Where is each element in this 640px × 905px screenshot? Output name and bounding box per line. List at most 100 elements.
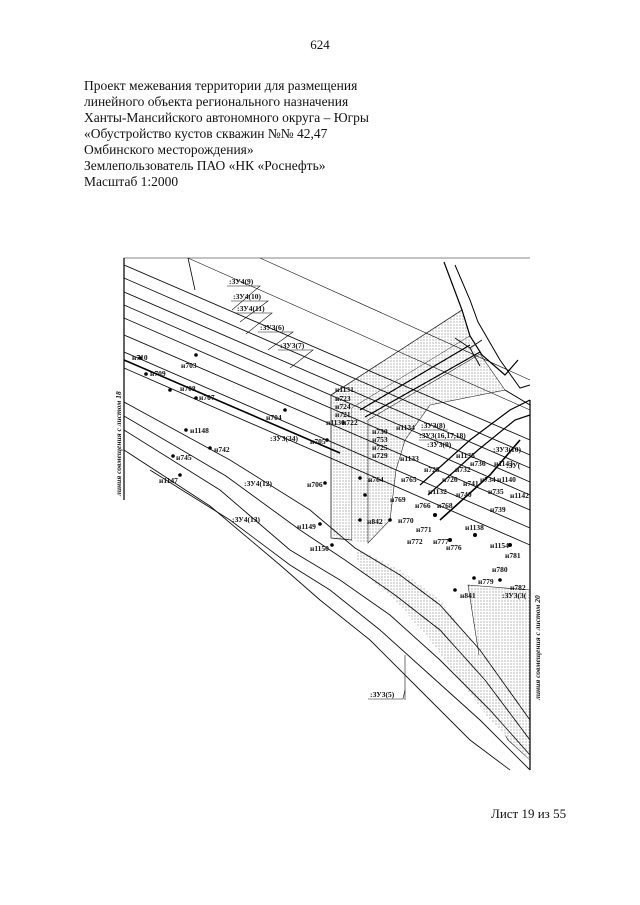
point-label: н1154 [490, 541, 509, 550]
point-label: н770 [398, 516, 414, 525]
survey-point [168, 388, 172, 392]
zone-label: :ЗУ4(11) [237, 304, 265, 313]
header-line: Землепользователь ПАО «НК «Роснефть» [84, 158, 326, 173]
zone-label: :ЗУ3(6) [260, 323, 285, 332]
zone-label: :ЗУ( [506, 461, 521, 470]
survey-point [194, 353, 198, 357]
point-label: н1135 [456, 451, 475, 460]
point-label: н1138 [465, 523, 484, 532]
page-number: 624 [310, 37, 330, 52]
point-label: н1132 [428, 487, 447, 496]
point-label: н739 [490, 505, 506, 514]
zone-label: :ЗУ3(3( [502, 591, 527, 600]
boundary-lines [123, 257, 531, 521]
point-label: н734 [480, 475, 496, 484]
point-label: н1133 [400, 454, 419, 463]
point-label: н771 [416, 525, 432, 534]
side-label-right: линия совмещения с листом 20 [533, 595, 542, 701]
point-label: н726 [442, 475, 458, 484]
point-label: н704 [266, 413, 282, 422]
header-line: Проект межевания территории для размещен… [84, 78, 358, 93]
zone-label: :ЗУ3(10) [493, 445, 522, 454]
point-labels: н710 н709 н703 н708 н707 н1148 н745 н742… [132, 353, 529, 600]
point-label: н732 [455, 465, 471, 474]
header-line: «Обустройство кустов скважин №№ 42,47 [84, 126, 328, 141]
zone-label: :ЗУ3(7) [280, 341, 305, 350]
zone-labels: :ЗУ4(9) :ЗУ4(10) :ЗУ4(11) :ЗУ3(6) :ЗУ3(7… [229, 277, 527, 699]
survey-point [184, 428, 188, 432]
point-label: н1150 [310, 544, 329, 553]
point-label: н782 [510, 583, 526, 592]
point-label: н1142 [510, 491, 529, 500]
point-label: н768 [437, 501, 453, 510]
point-label: н776 [446, 543, 462, 552]
point-label: н728 [424, 465, 440, 474]
survey-point [433, 513, 437, 517]
survey-point [358, 476, 362, 480]
point-label: н781 [505, 551, 521, 560]
zone-label: :ЗУ4(13) [232, 515, 261, 524]
map-frame [123, 257, 531, 770]
point-label: н740 [456, 490, 472, 499]
survey-point [194, 396, 198, 400]
point-label: н725 [372, 443, 388, 452]
point-label: н735 [488, 487, 504, 496]
zone-label: :ЗУ3(34) [270, 434, 299, 443]
survey-point [508, 543, 512, 547]
point-label: н722 [342, 418, 358, 427]
survey-point [330, 543, 334, 547]
point-label: н723 [335, 394, 351, 403]
header-line: Омбинского месторождения» [84, 142, 254, 157]
point-label: н710 [132, 353, 148, 362]
survey-point [318, 522, 322, 526]
survey-point [283, 408, 287, 412]
point-label: н1149 [297, 522, 316, 531]
point-label: н765 [401, 475, 417, 484]
point-label: н724 [335, 402, 351, 411]
point-label: н753 [372, 435, 388, 444]
point-label: н706 [307, 480, 323, 489]
survey-point [144, 372, 148, 376]
point-label: н1131 [335, 385, 354, 394]
sheet-number: Лист 19 из 55 [491, 806, 567, 821]
survey-point [138, 356, 142, 360]
point-label: н841 [460, 591, 476, 600]
zone-label: :ЗУ4(9) [229, 277, 254, 286]
survey-points [138, 353, 512, 592]
point-label: н742 [214, 445, 230, 454]
point-label: н730 [372, 427, 388, 436]
point-label: н741 [463, 479, 479, 488]
zone-label: :ЗУ3(9) [427, 440, 452, 449]
point-label: н780 [492, 565, 508, 574]
survey-point [325, 438, 329, 442]
pipeline-branch-icon [454, 337, 483, 367]
point-label: н736 [470, 459, 486, 468]
label-leaders [227, 285, 465, 700]
point-label: н772 [407, 537, 423, 546]
point-label: н705 [310, 437, 326, 446]
point-label: н1143 [494, 459, 513, 468]
survey-point [498, 578, 502, 582]
header-line: Ханты-Мансийского автономного округа – Ю… [84, 110, 369, 125]
zone-label: :ЗУ3(5) [370, 690, 395, 699]
stippled-zones [330, 309, 531, 761]
point-label: н777 [433, 537, 449, 546]
point-label: н745 [176, 453, 192, 462]
survey-point [473, 533, 477, 537]
point-label: н707 [199, 393, 215, 402]
side-label-left: линия совмещения с листом 18 [114, 391, 123, 497]
point-label: н703 [181, 361, 197, 370]
survey-point [208, 446, 212, 450]
point-label: н709 [150, 369, 166, 378]
point-label: н708 [180, 384, 196, 393]
point-label: н721 [335, 410, 351, 419]
zone-label: :ЗУ3(8) [421, 421, 446, 430]
zone-label: :ЗУ4(12) [244, 479, 273, 488]
survey-point [472, 576, 476, 580]
zone-label: :ЗУ3(16,17,18) [419, 431, 466, 440]
point-label: н1140 [497, 475, 516, 484]
point-label: н1148 [190, 426, 209, 435]
survey-point [323, 481, 327, 485]
point-label: н766 [415, 501, 431, 510]
